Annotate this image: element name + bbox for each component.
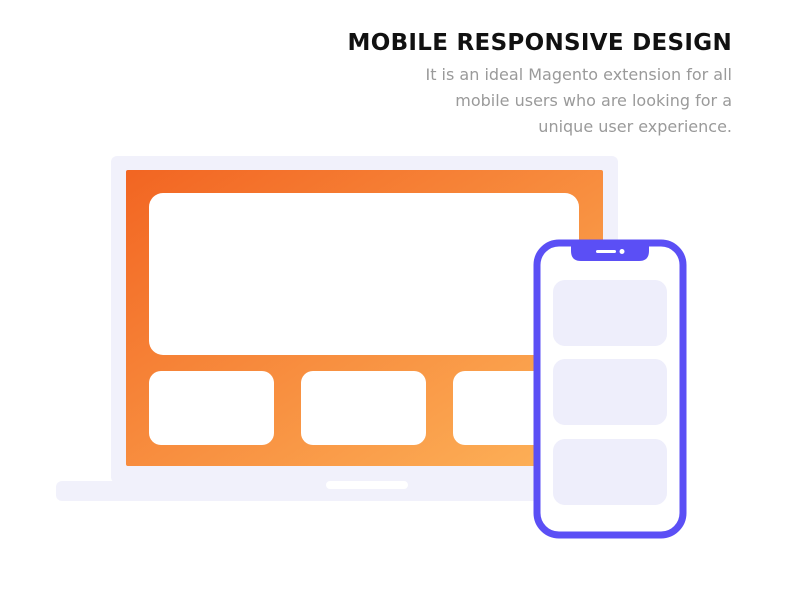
section-heading: MOBILE RESPONSIVE DESIGN It is an ideal …: [348, 30, 732, 140]
laptop-card: [301, 371, 426, 445]
description-line: mobile users who are looking for a: [455, 91, 732, 110]
laptop-icon: [56, 156, 673, 501]
phone-card: [553, 359, 667, 425]
smartphone-icon: [533, 239, 687, 539]
section-description: It is an ideal Magento extension for all…: [352, 62, 732, 140]
phone-speaker: [596, 250, 616, 253]
phone-card: [553, 280, 667, 346]
laptop-hero-block: [149, 193, 579, 355]
laptop-base: [56, 481, 673, 501]
description-line: unique user experience.: [538, 117, 732, 136]
section-title: MOBILE RESPONSIVE DESIGN: [347, 30, 732, 56]
laptop-hinge-notch: [326, 481, 408, 489]
phone-camera: [619, 249, 625, 254]
phone-card: [553, 439, 667, 505]
description-line: It is an ideal Magento extension for all: [425, 65, 732, 84]
laptop-card: [149, 371, 274, 445]
